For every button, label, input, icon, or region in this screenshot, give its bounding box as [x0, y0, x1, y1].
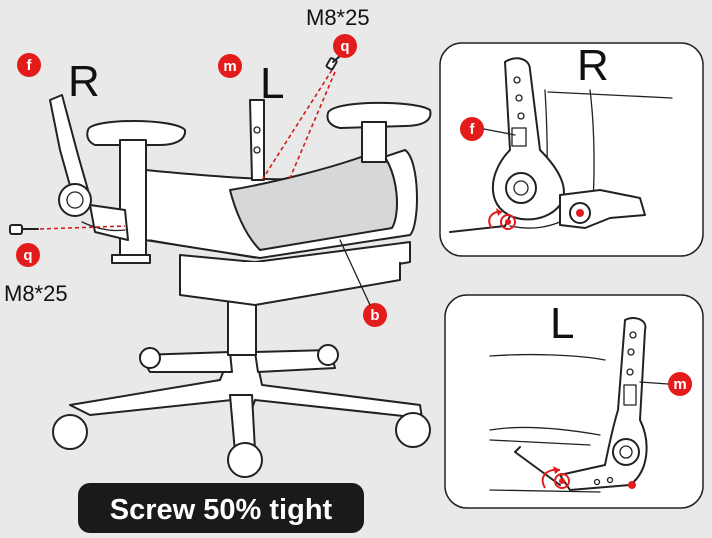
callout-q-left: q [16, 243, 40, 267]
callout-f-inset: f [460, 117, 484, 141]
screw-path-top-2 [289, 71, 336, 179]
callout-m-main: m [218, 54, 242, 78]
armrest-left [326, 101, 432, 163]
svg-text:q: q [340, 38, 349, 55]
mechanism-bracket-right [49, 94, 129, 241]
screw-icon [325, 55, 341, 71]
label-main-r: R [68, 57, 100, 106]
label-main-l: L [260, 59, 284, 108]
screw-path-top [261, 69, 333, 181]
inset-panel-left [444, 294, 704, 509]
svg-text:f: f [27, 57, 33, 74]
svg-text:m: m [673, 376, 686, 393]
inset-panel-right [439, 42, 704, 257]
screw-size-top: M8*25 [306, 5, 370, 30]
callout-f-main: f [17, 53, 41, 77]
armrest-right [86, 120, 187, 264]
svg-text:m: m [223, 58, 236, 75]
chair-illustration [9, 55, 432, 478]
chair-base [52, 289, 431, 478]
instruction-banner: Screw 50% tight [78, 483, 364, 533]
callout-b-seat: b [363, 303, 387, 327]
svg-text:f: f [470, 121, 476, 138]
svg-text:b: b [370, 307, 379, 324]
label-inset-l: L [550, 299, 574, 348]
screw-icon-left [9, 224, 39, 235]
callout-m-inset: m [668, 372, 692, 396]
chair-seat [144, 149, 418, 306]
callout-q-top: q [333, 34, 357, 58]
label-inset-r: R [577, 41, 609, 90]
banner-text: Screw 50% tight [110, 494, 333, 526]
svg-text:q: q [23, 247, 32, 264]
screw-size-left: M8*25 [4, 281, 68, 306]
mechanism-bracket-left [249, 99, 265, 181]
screw-path-left [39, 225, 126, 230]
